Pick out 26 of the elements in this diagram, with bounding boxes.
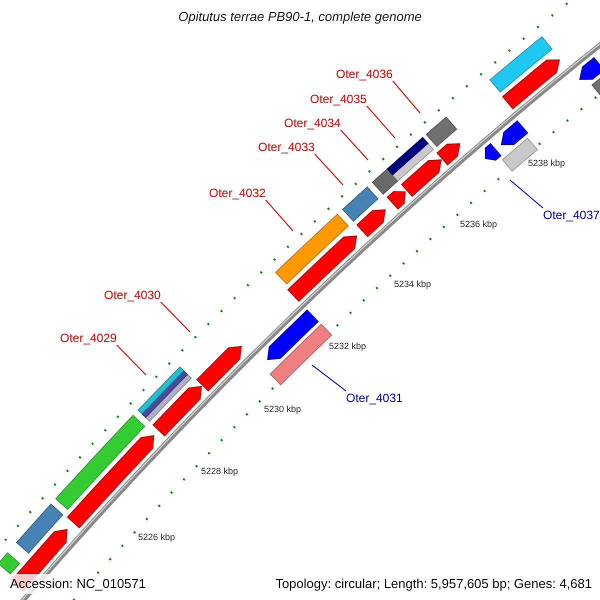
- tick-label: 5234 kbp: [394, 278, 432, 291]
- leader-line: [314, 154, 344, 186]
- tick-label: 5238 kbp: [528, 157, 566, 170]
- tick-label: 5226 kbp: [138, 531, 176, 544]
- leader-line: [116, 344, 146, 376]
- leader-line: [265, 200, 294, 232]
- gene-label: Oter_4030: [104, 288, 161, 302]
- leader-line: [510, 180, 544, 208]
- gene-label: Oter_4033: [258, 140, 315, 154]
- leader-line: [392, 80, 420, 114]
- title: Opitutus terrae PB90-1, complete genome: [177, 10, 423, 24]
- tick-label: 5230 kbp: [264, 403, 302, 416]
- gene-label: Oter_4034: [284, 116, 341, 130]
- leader-line: [312, 364, 346, 392]
- gene-label: Oter_4032: [209, 186, 266, 200]
- tick-label: 5236 kbp: [460, 218, 498, 231]
- leader-line: [366, 106, 396, 138]
- gene-label: Oter_4035: [310, 92, 367, 106]
- gene-label: Oter_4031: [346, 391, 403, 405]
- gene-label: Oter_4037: [543, 208, 600, 222]
- gene-label: Oter_4029: [60, 331, 117, 345]
- tick-label: 5232 kbp: [329, 340, 366, 353]
- gene-label: Oter_4036: [336, 67, 393, 81]
- tick-label: 5228 kbp: [201, 465, 238, 478]
- leader-line: [340, 130, 368, 160]
- leader-line: [160, 302, 190, 332]
